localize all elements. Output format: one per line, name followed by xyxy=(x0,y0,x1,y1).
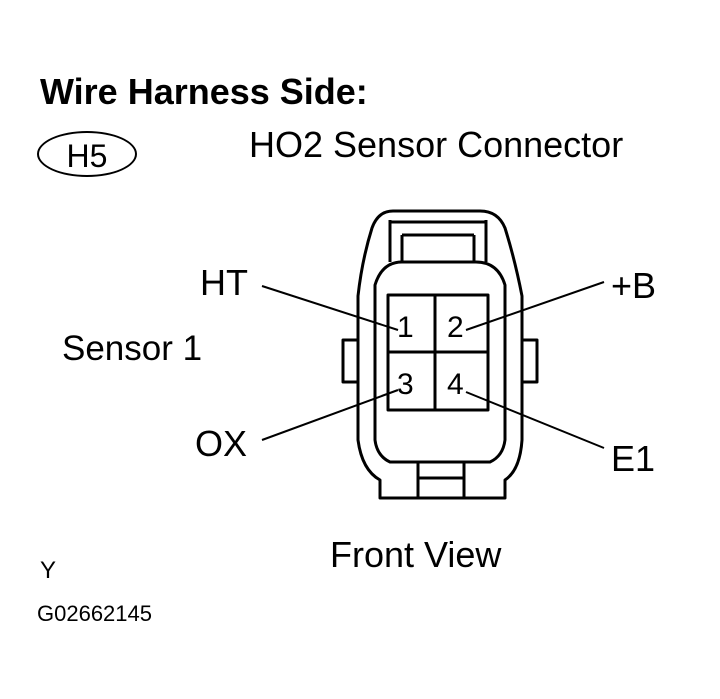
view-label: Front View xyxy=(330,534,502,575)
figure-code: G02662145 xyxy=(37,601,152,626)
connector-housing-outer xyxy=(356,209,524,500)
leader-line-ht xyxy=(261,285,399,331)
diagram-heading: Wire Harness Side: xyxy=(40,71,368,112)
pin-number-3: 3 xyxy=(397,368,414,401)
connector-latch-top xyxy=(388,220,488,262)
pin-label-ox: OX xyxy=(195,423,248,464)
connector-name: HO2 Sensor Connector xyxy=(249,124,624,165)
pin-label-ht: HT xyxy=(200,262,248,303)
pin-number-1: 1 xyxy=(397,311,414,344)
leader-line-e1 xyxy=(465,391,605,449)
leader-line-b xyxy=(465,281,605,331)
leader-line-ox xyxy=(261,389,399,441)
connector-housing-inner xyxy=(373,260,507,464)
sensor-label: Sensor 1 xyxy=(62,329,203,368)
connector-tab-right xyxy=(520,338,539,384)
pin-label-b: +B xyxy=(611,265,657,306)
connector-code-badge: H5 xyxy=(37,131,137,177)
pin-number-2: 2 xyxy=(447,311,464,344)
connector-key-bottom xyxy=(416,462,466,498)
pin-number-4: 4 xyxy=(447,368,464,401)
connector-tab-left xyxy=(341,338,360,384)
connector-code: H5 xyxy=(66,138,108,174)
corner-mark: Y xyxy=(40,557,57,584)
pin-label-e1: E1 xyxy=(611,438,656,479)
